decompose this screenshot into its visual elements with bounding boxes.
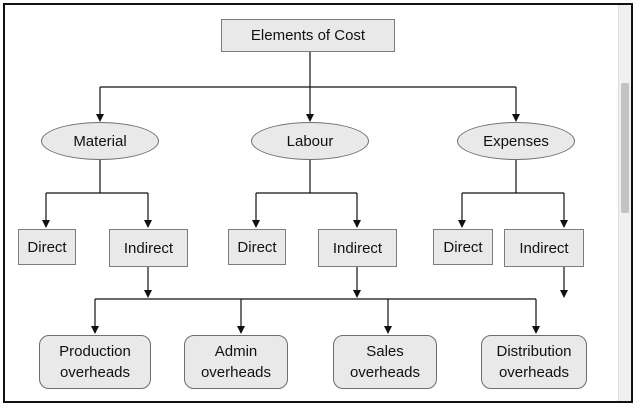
overhead-distribution-line2: overheads [498, 364, 570, 381]
material-direct-label: Direct [27, 238, 67, 256]
scrollbar-thumb[interactable] [621, 83, 629, 213]
category-material: Material [41, 122, 159, 160]
category-labour-label: Labour [286, 132, 334, 150]
labour-direct-label: Direct [237, 238, 277, 256]
root-node: Elements of Cost [221, 19, 395, 52]
expenses-direct-label: Direct [443, 238, 483, 256]
overhead-admin-line2: overheads [200, 364, 272, 381]
vertical-scrollbar[interactable] [618, 5, 631, 401]
overhead-admin: Admin overheads [184, 335, 288, 389]
overhead-distribution: Distribution overheads [481, 335, 587, 389]
material-indirect-label: Indirect [123, 239, 174, 257]
overhead-production-line1: Production [59, 343, 131, 360]
expenses-indirect-label: Indirect [519, 239, 569, 257]
material-indirect: Indirect [109, 229, 188, 267]
material-direct: Direct [18, 229, 76, 265]
category-material-label: Material [73, 132, 127, 150]
connector-layer [42, 52, 568, 334]
expenses-indirect: Indirect [504, 229, 584, 267]
category-expenses-label: Expenses [483, 132, 549, 150]
overhead-admin-line1: Admin [214, 343, 258, 360]
expenses-direct: Direct [433, 229, 493, 265]
overhead-sales-line1: Sales [366, 343, 404, 360]
category-labour: Labour [251, 122, 369, 160]
category-expenses: Expenses [457, 122, 575, 160]
overhead-production: Production overheads [39, 335, 151, 389]
labour-indirect-label: Indirect [332, 239, 383, 257]
labour-indirect: Indirect [318, 229, 397, 267]
labour-direct: Direct [228, 229, 286, 265]
diagram-frame: Elements of Cost Material Labour Expense… [3, 3, 633, 403]
root-label: Elements of Cost [250, 27, 366, 44]
overhead-production-line2: overheads [59, 364, 131, 381]
overhead-sales: Sales overheads [333, 335, 437, 389]
overhead-distribution-line1: Distribution [496, 343, 572, 360]
overhead-sales-line2: overheads [349, 364, 421, 381]
